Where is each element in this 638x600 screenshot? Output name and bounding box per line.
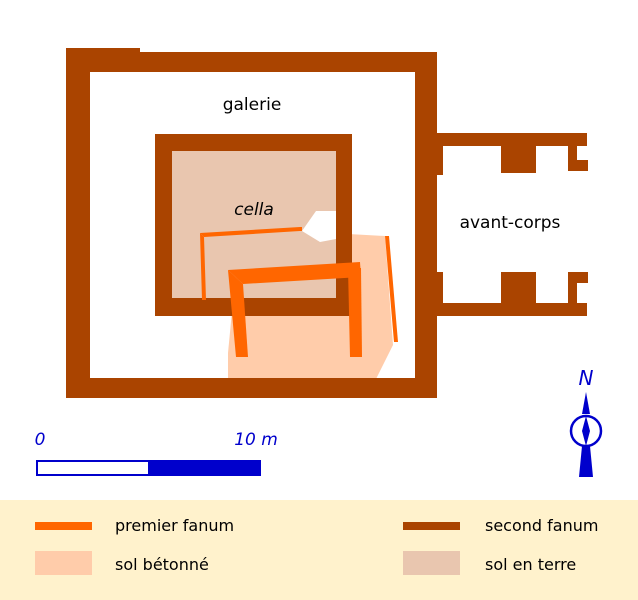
legend-swatch-sol-en-terre bbox=[403, 551, 460, 575]
gallery-label: galerie bbox=[223, 95, 282, 115]
legend-swatch-sol-betonne bbox=[35, 551, 92, 575]
north-arrow-icon: N bbox=[569, 366, 603, 477]
legend-swatch-second-fanum bbox=[403, 522, 460, 530]
scale-bar: 0 10 m bbox=[35, 430, 278, 476]
forebuilding-walls bbox=[437, 133, 588, 316]
first-fanum-walls bbox=[200, 227, 398, 357]
scale-bar-blue-segment bbox=[148, 460, 261, 476]
north-letter: N bbox=[579, 366, 594, 390]
legend-item-sol-en-terre: sol en terre bbox=[403, 551, 576, 575]
legend-item-sol-betonne: sol bétonné bbox=[35, 551, 209, 575]
cella-label: cella bbox=[234, 200, 274, 220]
legend-label-sol-en-terre: sol en terre bbox=[485, 555, 576, 574]
scale-start-label: 0 bbox=[35, 430, 46, 450]
legend-panel bbox=[0, 500, 638, 600]
floor-gap bbox=[302, 211, 336, 242]
forebuilding-label: avant-corps bbox=[460, 213, 561, 233]
scale-end-label: 10 m bbox=[234, 430, 278, 450]
legend-label-sol-betonne: sol bétonné bbox=[115, 555, 209, 574]
legend-swatch-premier-fanum bbox=[35, 522, 92, 530]
legend-item-second-fanum: second fanum bbox=[403, 516, 598, 535]
legend-label-second-fanum: second fanum bbox=[485, 516, 598, 535]
legend-label-premier-fanum: premier fanum bbox=[115, 516, 234, 535]
legend-item-premier-fanum: premier fanum bbox=[35, 516, 234, 535]
scale-bar-white-segment bbox=[36, 460, 150, 476]
